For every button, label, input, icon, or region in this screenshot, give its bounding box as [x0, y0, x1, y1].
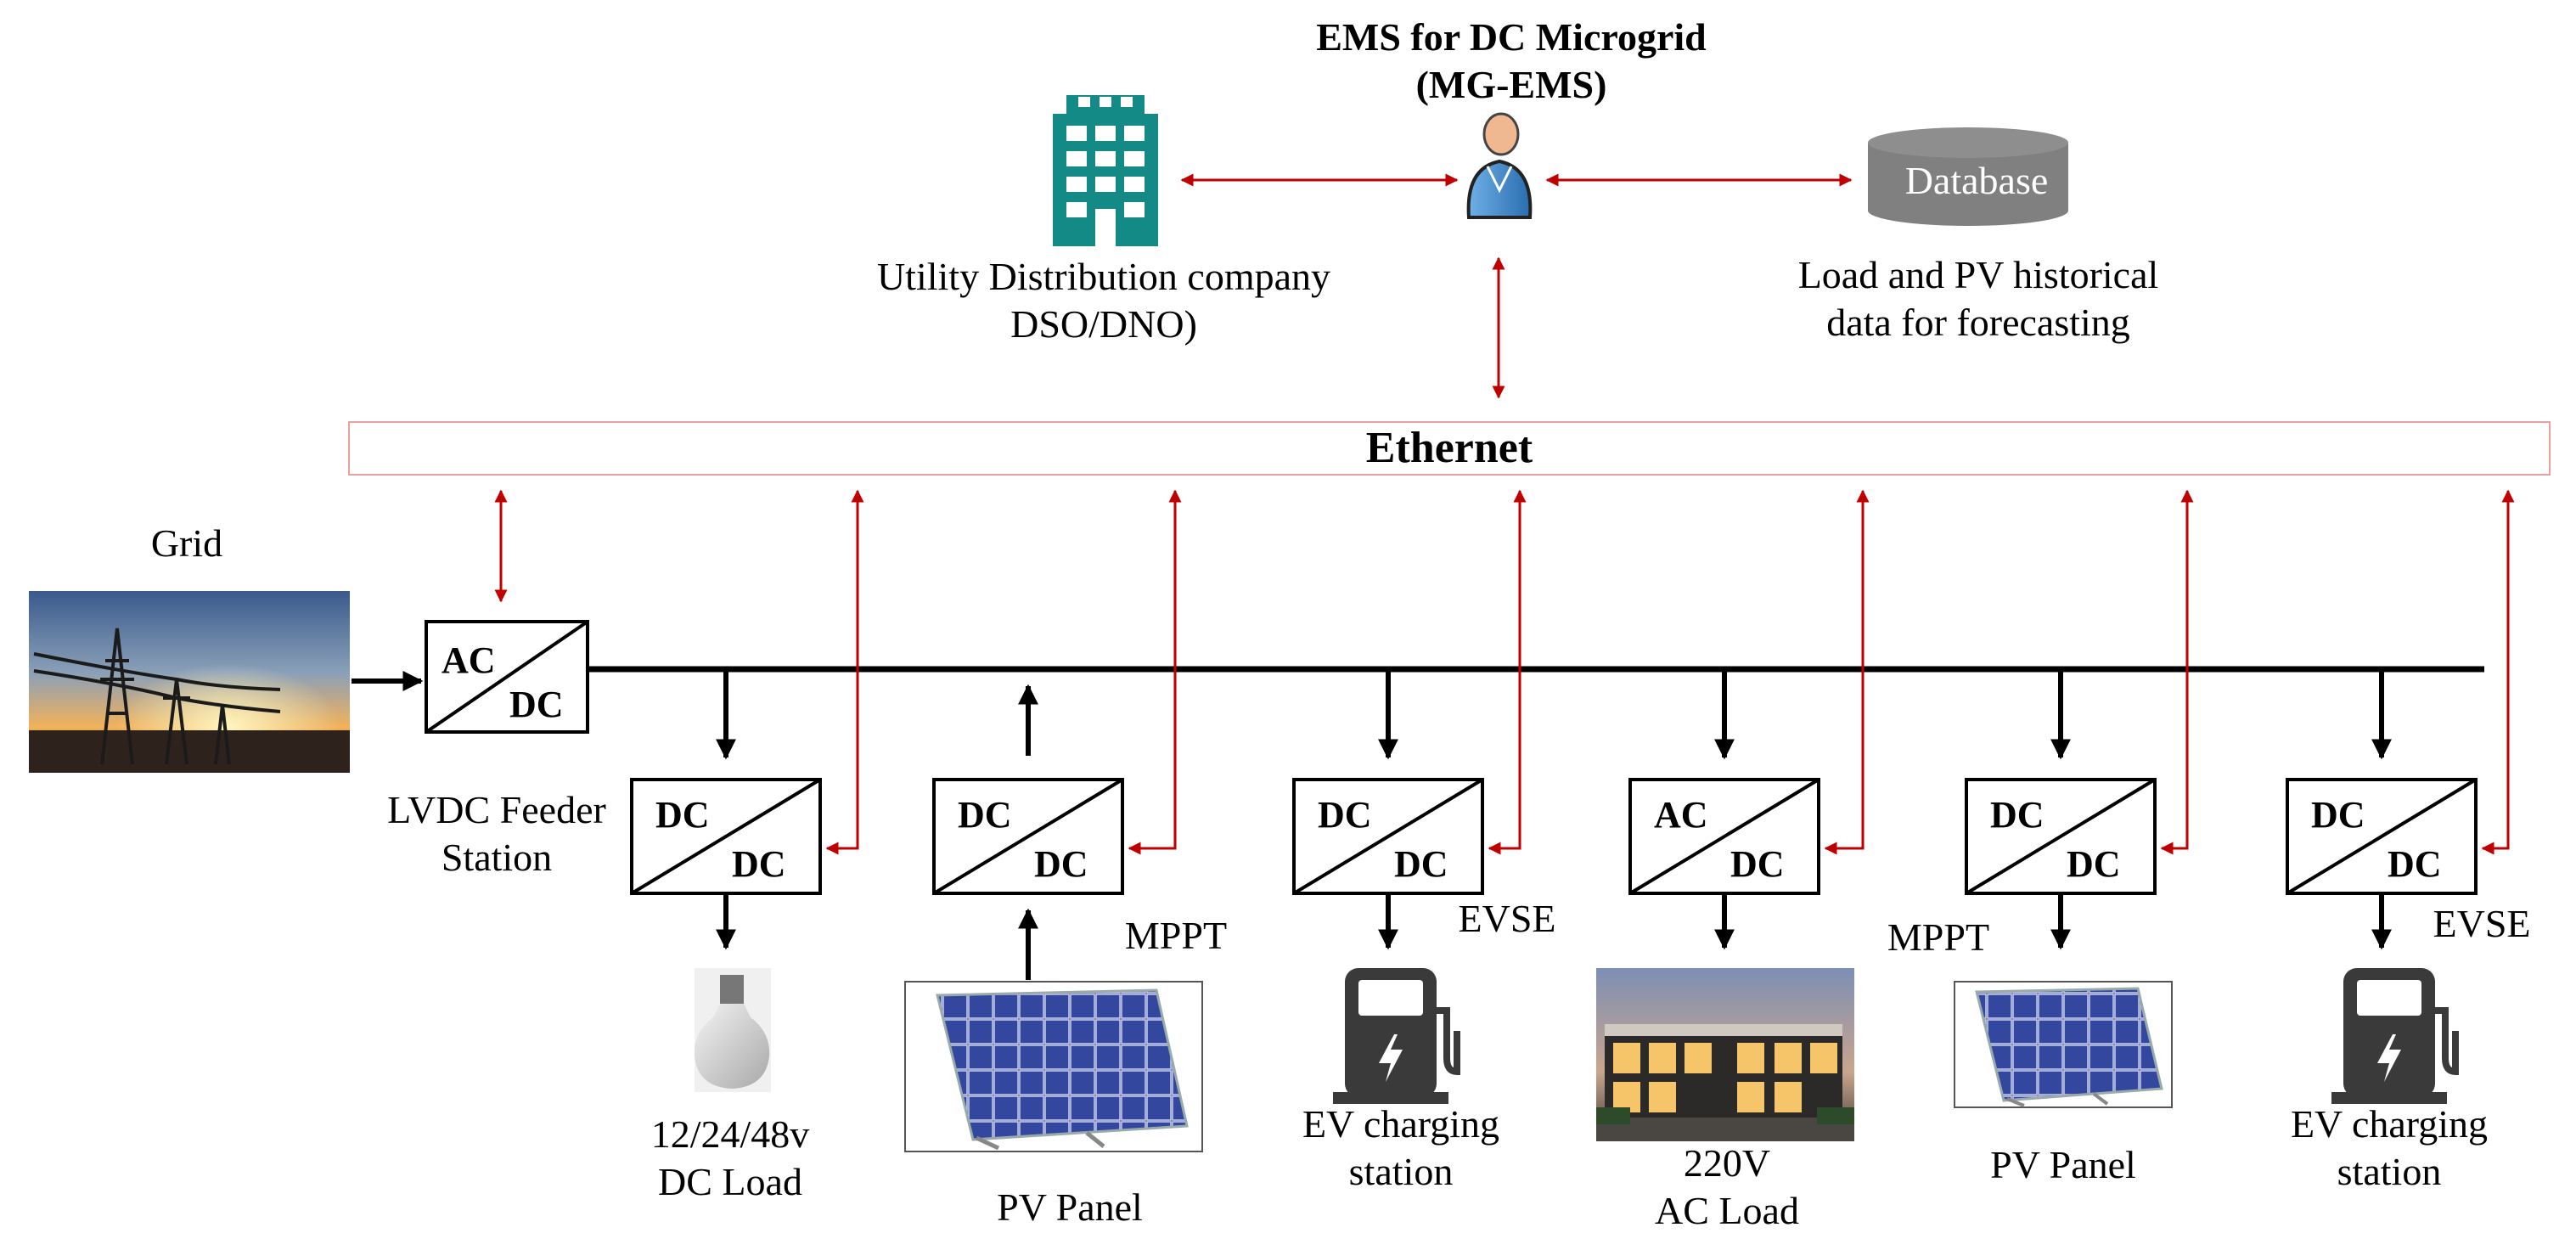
load-label-line2: DC Load	[658, 1160, 802, 1203]
converter-divider	[630, 778, 822, 895]
ems-title-line2: (MG-EMS)	[1415, 63, 1607, 106]
ev-charger-icon	[1333, 968, 1460, 1104]
converter-top-label: DC	[655, 794, 710, 836]
load-label: PV Panel	[925, 1184, 1214, 1231]
light-bulb-icon	[694, 968, 771, 1092]
converter-top-label: DC	[1318, 794, 1372, 836]
converter-ethernet-link	[1824, 489, 1870, 855]
converter-ethernet-link	[825, 489, 864, 855]
converter-bottom-label: DC	[1394, 843, 1448, 885]
grid-label: Grid	[150, 521, 223, 565]
unit-side-label: MPPT	[1887, 915, 1990, 959]
converter-top-label: AC	[1654, 794, 1708, 836]
load-label-line1: EV charging	[2290, 1102, 2489, 1146]
ev-charger-icon	[2331, 968, 2459, 1104]
unit-side-label: EVSE	[1458, 897, 1556, 940]
converter-ethernet-link	[1488, 489, 1527, 855]
database-desc-line2: data for forecasting	[1826, 301, 2130, 344]
converter-bottom-label: DC	[1034, 843, 1088, 885]
load-label: EV charging station	[2245, 1101, 2534, 1196]
load-label-line1: EV charging	[1302, 1102, 1500, 1146]
feeder-ac-dc-converter: AC DC	[425, 620, 589, 734]
converter-bottom-label: DC	[1730, 843, 1785, 885]
load-label-line1: 220V	[1683, 1141, 1771, 1185]
load-label-line2: AC Load	[1655, 1189, 1799, 1232]
converter-ethernet-link	[1128, 489, 1182, 855]
load-label: PV Panel	[1919, 1141, 2208, 1189]
ethernet-bar: Ethernet	[348, 421, 2551, 476]
feeder-top-label: AC	[442, 639, 496, 681]
converter-divider	[932, 778, 1124, 895]
solar-panel-icon	[1954, 981, 2173, 1108]
database-description: Load and PV historical data for forecast…	[1724, 251, 2233, 346]
load-label-line1: PV Panel	[997, 1185, 1143, 1229]
ems-title: EMS for DC Microgrid (MG-EMS)	[1257, 14, 1766, 109]
unit-side-label: MPPT	[1124, 914, 1228, 957]
utility-label-line1: Utility Distribution company	[876, 255, 1331, 298]
converter-ethernet-link	[2160, 489, 2194, 855]
load-label: 220V AC Load	[1583, 1140, 1871, 1235]
utility-label: Utility Distribution company DSO/DNO)	[807, 253, 1401, 348]
load-label-line1: 12/24/48v	[650, 1112, 810, 1156]
load-label-line2: station	[2337, 1150, 2442, 1193]
load-label-line2: station	[1348, 1150, 1454, 1193]
utility-label-line2: DSO/DNO)	[1010, 302, 1197, 346]
converter-ethernet-link	[2481, 489, 2515, 855]
solar-panel-icon	[904, 981, 1203, 1152]
converter-divider	[1628, 778, 1820, 895]
feeder-bottom-label: DC	[509, 684, 564, 725]
converter-top-label: DC	[1990, 794, 2044, 836]
converter-divider	[2286, 778, 2478, 895]
utility-building-icon	[1053, 95, 1158, 246]
ethernet-label: Ethernet	[1365, 424, 1533, 472]
converter-bottom-label: DC	[732, 843, 786, 885]
ems-title-line1: EMS for DC Microgrid	[1316, 15, 1707, 59]
converter-bottom-label: DC	[2067, 843, 2121, 885]
converter-top-label: DC	[2311, 794, 2365, 836]
load-label: EV charging station	[1257, 1101, 1545, 1196]
database-desc-line1: Load and PV historical	[1797, 253, 2159, 296]
unit-side-label: EVSE	[2433, 902, 2531, 945]
converter-divider	[1965, 778, 2157, 895]
grid-photo	[29, 591, 350, 773]
database-icon: Database	[1868, 127, 2068, 226]
operator-person-icon	[1466, 112, 1533, 219]
feeder-label-line1: LVDC Feeder	[387, 788, 606, 831]
database-label: Database	[1905, 159, 2049, 202]
building-photo	[1596, 968, 1854, 1141]
feeder-label: LVDC Feeder Station	[365, 786, 628, 881]
converter-divider	[1292, 778, 1484, 895]
load-label: 12/24/48v DC Load	[586, 1111, 875, 1206]
feeder-label-line2: Station	[441, 836, 553, 879]
load-label-line1: PV Panel	[1990, 1143, 2136, 1186]
converter-bottom-label: DC	[2388, 843, 2442, 885]
converter-top-label: DC	[958, 794, 1012, 836]
